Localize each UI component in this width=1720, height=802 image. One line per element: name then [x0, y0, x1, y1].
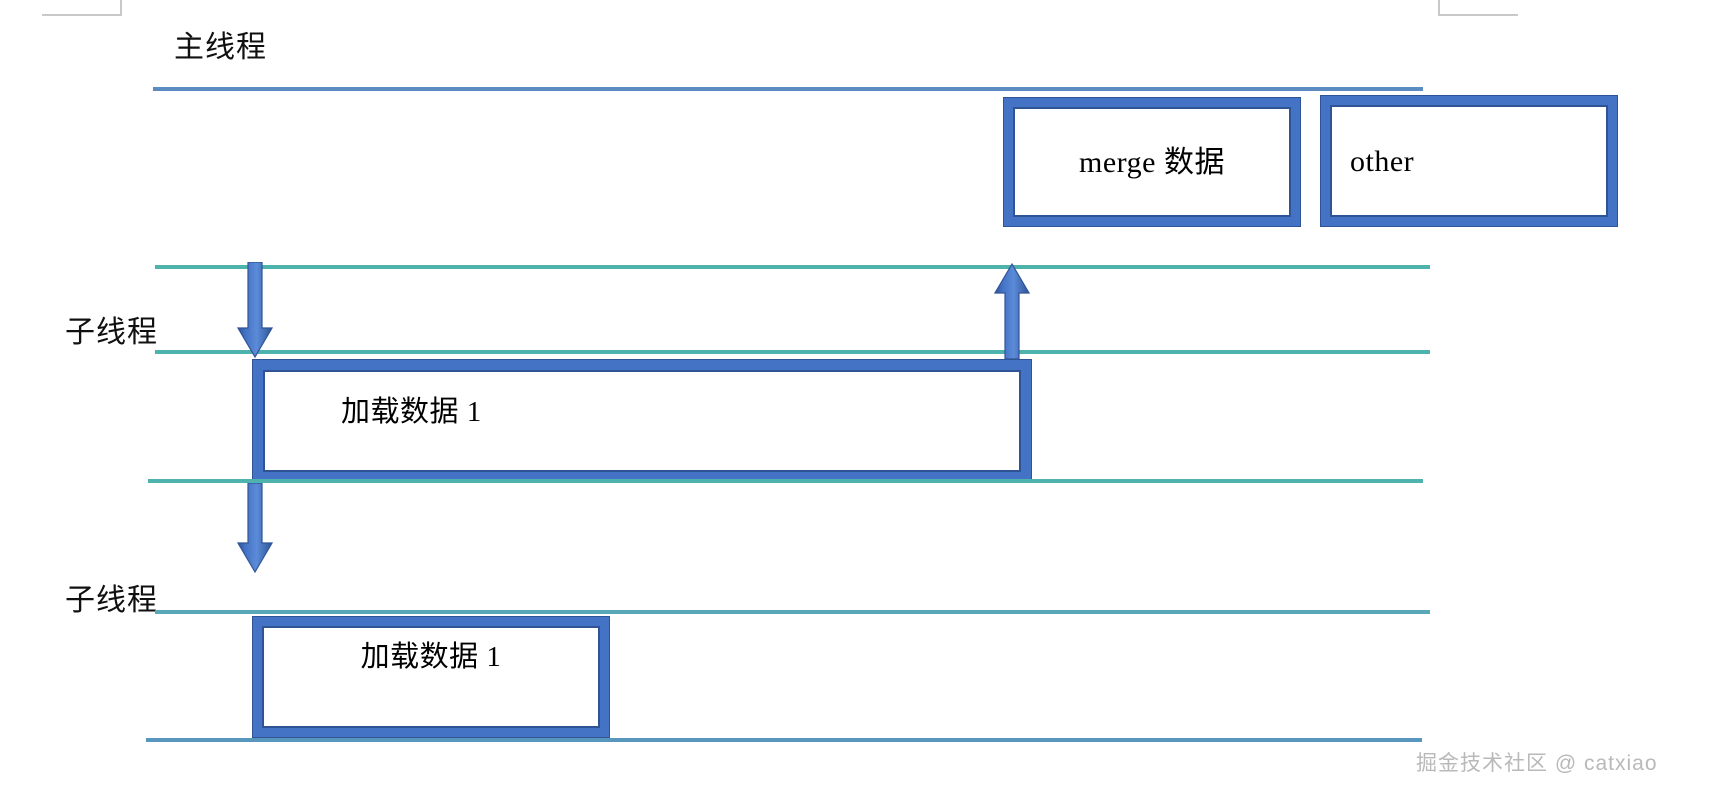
task-box-other-label: other — [1350, 144, 1415, 178]
task-box-merge-inner: merge 数据 — [1013, 107, 1291, 217]
lifeline-main-thread — [153, 87, 1423, 91]
task-box-merge[interactable]: merge 数据 — [1003, 97, 1301, 227]
thread-label-worker1: 子线程 — [65, 316, 158, 349]
task-box-other[interactable]: other — [1320, 95, 1618, 227]
task-box-load-data-1-worker2-inner: 加载数据 1 — [262, 626, 600, 728]
lifeline-worker1-top — [155, 265, 1430, 269]
page-corner-mark-top-left — [42, 0, 122, 16]
task-box-merge-label: merge 数据 — [1079, 145, 1225, 179]
thread-label-main: 主线程 — [174, 31, 267, 64]
task-box-load-data-1-worker2[interactable]: 加载数据 1 — [252, 616, 610, 738]
lifeline-worker1-bottom — [155, 350, 1430, 354]
watermark-text: 掘金技术社区 @ catxiao — [1416, 752, 1658, 775]
task-box-load-data-1-worker1[interactable]: 加载数据 1 — [252, 359, 1032, 483]
arrow-spawn-worker1-icon — [237, 262, 273, 358]
task-box-load-data-1-worker1-label: 加载数据 1 — [341, 396, 482, 428]
arrow-spawn-worker2-icon — [237, 483, 273, 573]
task-box-load-data-1-worker2-label: 加载数据 1 — [360, 641, 502, 673]
lifeline-worker2-top — [155, 610, 1430, 614]
page-corner-mark-top-right — [1438, 0, 1518, 16]
lifeline-worker1-end — [148, 479, 1423, 483]
task-box-load-data-1-worker1-inner — [263, 370, 1021, 472]
arrow-return-main-icon — [994, 262, 1030, 360]
task-box-other-inner: other — [1330, 105, 1608, 217]
thread-label-worker2: 子线程 — [65, 584, 158, 617]
lifeline-worker2-end — [146, 738, 1422, 742]
